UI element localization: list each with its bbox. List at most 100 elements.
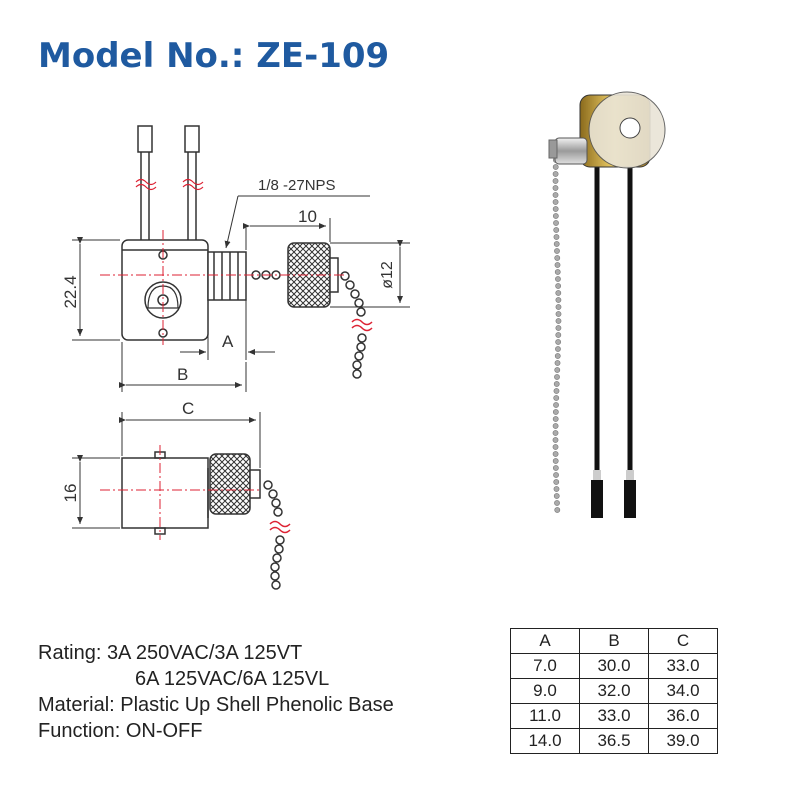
- side-view: [72, 412, 291, 590]
- chain-bead: [553, 388, 560, 394]
- table-cell: 33.0: [648, 653, 718, 679]
- chain-bead: [553, 220, 559, 226]
- switch-body: [121, 239, 209, 341]
- table-cell: 30.0: [579, 653, 649, 679]
- chain-bead: [554, 360, 561, 366]
- chain-bead: [552, 423, 559, 429]
- top-view: [72, 125, 410, 392]
- chain-bead: [554, 367, 561, 373]
- table-cell: 9.0: [510, 678, 580, 704]
- chain-bead: [555, 339, 562, 345]
- chain-bead: [554, 262, 561, 268]
- chain-bead: [554, 255, 561, 261]
- table-cell: 36.0: [648, 703, 718, 729]
- chain-bead: [552, 430, 559, 436]
- chain-bead: [552, 164, 559, 170]
- chain-bead: [553, 479, 560, 485]
- chain-bead: [554, 353, 561, 359]
- table-cell: 14.0: [510, 728, 580, 754]
- chain-bead: [552, 178, 559, 184]
- rating-row: Rating: 3A 250VAC/3A 125VT: [38, 640, 394, 666]
- table-cell: 11.0: [510, 703, 580, 729]
- dim-16-label: 16: [61, 484, 80, 503]
- chain-bead: [552, 409, 559, 415]
- rating-line2: 6A 125VAC/6A 125VL: [135, 668, 330, 690]
- column-header-b: B: [579, 628, 649, 654]
- chain-bead: [553, 402, 559, 408]
- dimension-table: A B C 7.0 30.0 33.0 9.0 32.0 34.0 11.0 3…: [510, 628, 718, 754]
- thread-spec-label: 1/8 -27NPS: [258, 177, 336, 194]
- chain-bead: [553, 227, 560, 233]
- chain-bead: [553, 486, 560, 492]
- chain-bead: [553, 234, 560, 240]
- chain-bead: [552, 185, 559, 191]
- photo-pull-chain: [552, 157, 562, 513]
- chain-bead: [555, 332, 562, 338]
- chain-bead: [555, 283, 562, 289]
- function-value: ON-OFF: [125, 720, 203, 742]
- table-row: 9.0 32.0 34.0: [510, 678, 718, 704]
- table-cell: 39.0: [648, 728, 718, 754]
- chain-bead: [555, 276, 561, 282]
- table-cell: 36.5: [579, 728, 649, 754]
- chain-bead: [553, 381, 560, 387]
- chain-bead: [552, 213, 559, 219]
- chain-bead: [554, 248, 560, 254]
- table-cell: 32.0: [579, 678, 649, 704]
- knurled-knob-side: [209, 453, 251, 515]
- chain-bead: [552, 458, 559, 464]
- chain-bead: [554, 374, 560, 380]
- photo-chrome-bushing: [554, 137, 588, 165]
- rating-label: Rating:: [38, 642, 102, 664]
- material-value: Plastic Up Shell Phenolic Base: [120, 694, 394, 716]
- table-row: 7.0 30.0 33.0: [510, 653, 718, 679]
- chain-bead: [552, 437, 559, 443]
- rating-row-2: 6A 125VAC/6A 125VL: [38, 666, 394, 692]
- chain-bead: [554, 269, 561, 275]
- dim-22-4-label: 22.4: [61, 275, 80, 308]
- table-row: 11.0 33.0 36.0: [510, 703, 718, 729]
- chain-bead: [553, 472, 559, 478]
- table-row: 14.0 36.5 39.0: [510, 728, 718, 754]
- chain-bead: [552, 192, 559, 198]
- dim-a-label: A: [222, 332, 234, 351]
- chain-bead: [555, 304, 562, 310]
- chain-bead: [552, 416, 559, 422]
- chain-bead: [554, 500, 560, 506]
- chain-bead: [552, 206, 559, 212]
- chain-bead: [552, 451, 559, 457]
- chain-bead: [555, 311, 562, 317]
- switch-body-side: [121, 457, 209, 529]
- chain-bead: [555, 297, 562, 303]
- column-header-c: C: [648, 628, 718, 654]
- dim-phi12-label: ø12: [379, 261, 396, 289]
- spec-block: Rating: 3A 250VAC/3A 125VT 6A 125VAC/6A …: [38, 640, 394, 744]
- chain-bead: [553, 395, 560, 401]
- chain-bead: [555, 290, 562, 296]
- chain-bead: [553, 493, 560, 499]
- chain-bead: [555, 318, 562, 324]
- chain-bead: [552, 465, 559, 471]
- table-cell: 33.0: [579, 703, 649, 729]
- chain-bead: [553, 241, 560, 247]
- material-label: Material:: [38, 694, 115, 716]
- dim-10-label: 10: [298, 207, 317, 226]
- chain-bead: [552, 171, 559, 177]
- wire-leads: [135, 125, 204, 240]
- chain-bead: [552, 444, 559, 450]
- page-title: Model No.: ZE-109: [38, 36, 390, 76]
- dim-b-label: B: [177, 365, 188, 384]
- material-row: Material: Plastic Up Shell Phenolic Base: [38, 692, 394, 718]
- function-label: Function:: [38, 720, 121, 742]
- table-header-row: A B C: [510, 628, 718, 654]
- rotor: [144, 281, 182, 319]
- chain-bead: [552, 199, 559, 205]
- chain-bead: [555, 325, 562, 331]
- table-cell: 7.0: [510, 653, 580, 679]
- chain-bead: [554, 507, 561, 513]
- product-photo: [548, 91, 666, 518]
- dim-c-label: C: [182, 399, 194, 418]
- chain-bead: [555, 346, 561, 352]
- rating-line1: 3A 250VAC/3A 125VT: [106, 642, 303, 664]
